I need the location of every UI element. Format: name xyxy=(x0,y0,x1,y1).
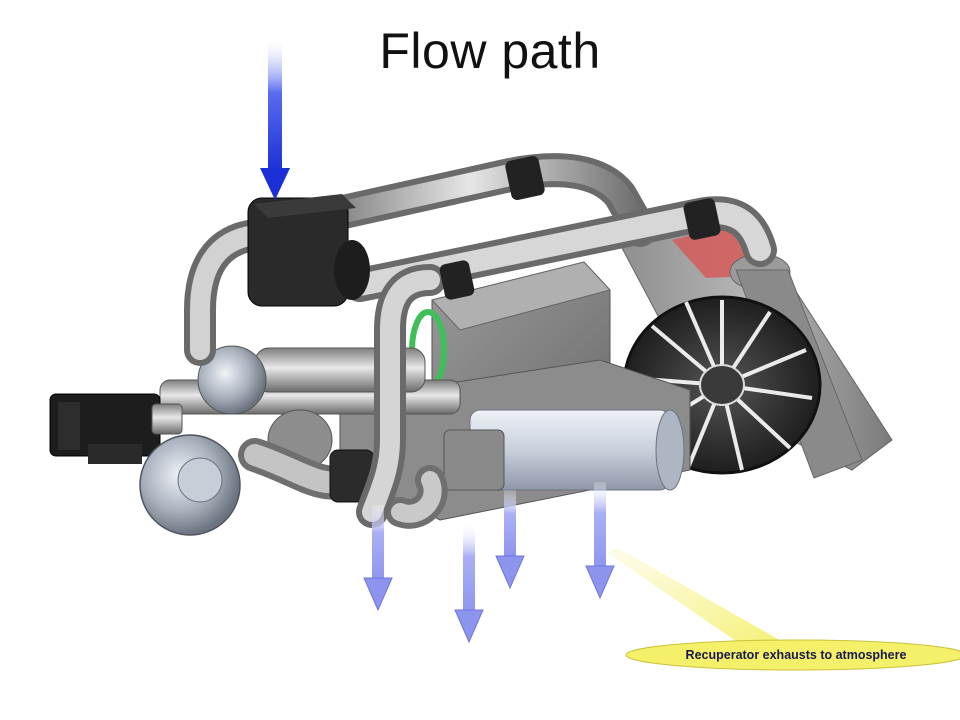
exhaust-arrow xyxy=(454,525,484,644)
exhaust-arrow xyxy=(363,505,393,612)
turbo-compressor xyxy=(139,409,333,536)
recuperator xyxy=(443,409,685,491)
air-inlet-filter xyxy=(247,194,370,307)
callout-pointer xyxy=(606,548,790,652)
callout-label: Recuperator exhausts to atmosphere xyxy=(685,648,907,662)
callout xyxy=(606,548,960,671)
lower-pipes xyxy=(238,438,448,529)
page-title: Flow path xyxy=(379,23,601,79)
exhaust-arrows xyxy=(363,482,615,644)
exhaust-arrow xyxy=(585,482,615,600)
callout-bubble xyxy=(625,639,960,671)
pipe-couplings xyxy=(439,156,721,300)
generator xyxy=(49,393,183,464)
inlet-arrow xyxy=(260,40,290,200)
exhaust-arrow xyxy=(495,490,525,590)
